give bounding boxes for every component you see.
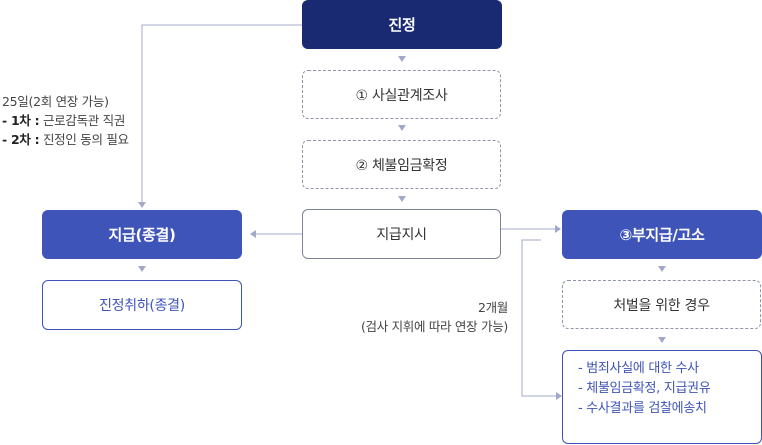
note-text: 근로감독관 직권 (39, 113, 126, 128)
node-fact-investigation: ① 사실관계조사 (302, 70, 501, 119)
node-investigation-actions: - 범죄사실에 대한 수사 - 체불임금확정, 지급권유 - 수사결과를 검찰에… (562, 350, 762, 444)
note-bold: - 2차 : (2, 132, 40, 147)
node-wage-confirmation: ② 체불임금확정 (302, 140, 501, 189)
node-nonpayment-complaint: ③부지급/고소 (562, 210, 762, 259)
node-punishment-case: 처벌을 위한 경우 (562, 280, 761, 329)
note-line: - 1차 : 근로감독관 직권 (2, 111, 129, 130)
node-withdrawal-closed: 진정취하(종결) (42, 280, 242, 330)
note-bold: - 1차 : (2, 113, 40, 128)
note-line: - 2차 : 진정인 동의 필요 (2, 130, 129, 149)
note-line: (검사 지휘에 따라 연장 가능) (360, 319, 508, 334)
note-line: 25일(2회 연장 가능) (2, 94, 109, 109)
note-text: 진정인 동의 필요 (39, 132, 129, 147)
node-payment-closed: 지급(종결) (42, 210, 242, 259)
action-item: - 수사결과를 검찰에송치 (578, 401, 707, 416)
node-payment-order: 지급지시 (302, 209, 501, 259)
left-deadline-note: 25일(2회 연장 가능) - 1차 : 근로감독관 직권 - 2차 : 진정인… (2, 92, 129, 149)
middle-deadline-note: 2개월 (검사 지휘에 따라 연장 가능) (330, 298, 508, 336)
note-line: 2개월 (477, 300, 508, 315)
node-petition: 진정 (302, 0, 502, 49)
action-item: - 체불임금확정, 지급권유 (578, 381, 711, 396)
action-item: - 범죄사실에 대한 수사 (578, 361, 699, 376)
